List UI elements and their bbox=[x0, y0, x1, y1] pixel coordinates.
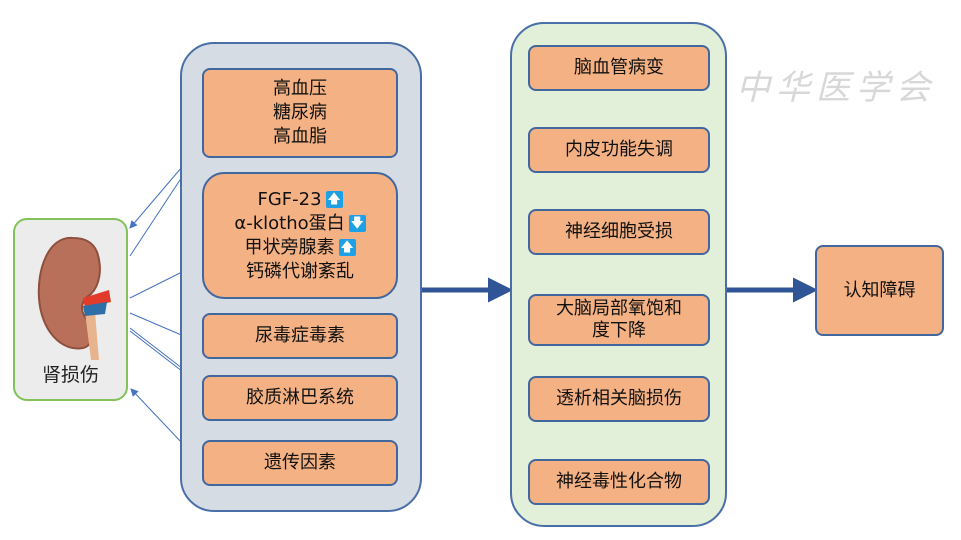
arrow-up-icon: 🡅 bbox=[325, 191, 343, 208]
arrow-up-icon: 🡅 bbox=[338, 239, 356, 256]
factor-line: 甲状旁腺素 bbox=[244, 236, 335, 258]
factor-line: FGF-23 bbox=[257, 188, 322, 210]
mechanism-box: 神经毒性化合物 bbox=[528, 459, 710, 505]
mechanism-box: 透析相关脑损伤 bbox=[528, 376, 710, 422]
mechanism-box: 大脑局部氧饱和度下降 bbox=[528, 294, 710, 346]
kidney-icon bbox=[37, 236, 111, 360]
factor-line: 胶质淋巴系统 bbox=[246, 387, 354, 408]
mechanism-box: 内皮功能失调 bbox=[528, 127, 710, 173]
factor-box-uremic-toxins: 尿毒症毒素 bbox=[202, 313, 398, 359]
factor-line: 糖尿病 bbox=[273, 102, 327, 123]
factor-line: α-klotho蛋白 bbox=[234, 212, 345, 234]
factor-line: 钙磷代谢紊乱 bbox=[246, 260, 354, 282]
factor-line: 高血脂 bbox=[273, 126, 327, 147]
outcome-box: 认知障碍 bbox=[815, 245, 944, 336]
mechanism-box: 脑血管病变 bbox=[528, 45, 710, 91]
factor-line: 遗传因素 bbox=[264, 452, 336, 473]
factor-box-metabolic: 高血压 糖尿病 高血脂 bbox=[202, 68, 398, 158]
watermark: 中华医学会 bbox=[736, 68, 936, 108]
factor-line: 尿毒症毒素 bbox=[255, 325, 345, 346]
kidney-injury-box: 肾损伤 bbox=[13, 218, 128, 401]
factor-line: 高血压 bbox=[273, 78, 327, 99]
kidney-label: 肾损伤 bbox=[41, 364, 99, 386]
mechanisms-panel bbox=[510, 22, 727, 527]
factor-box-mineral: FGF-23🡅 α-klotho蛋白🡇 甲状旁腺素🡅 钙磷代谢紊乱 bbox=[202, 172, 398, 299]
factor-box-genetic: 遗传因素 bbox=[202, 440, 398, 486]
arrow-down-icon: 🡇 bbox=[348, 215, 366, 232]
mechanism-box: 神经细胞受损 bbox=[528, 209, 710, 255]
factor-box-glymphatic: 胶质淋巴系统 bbox=[202, 375, 398, 421]
